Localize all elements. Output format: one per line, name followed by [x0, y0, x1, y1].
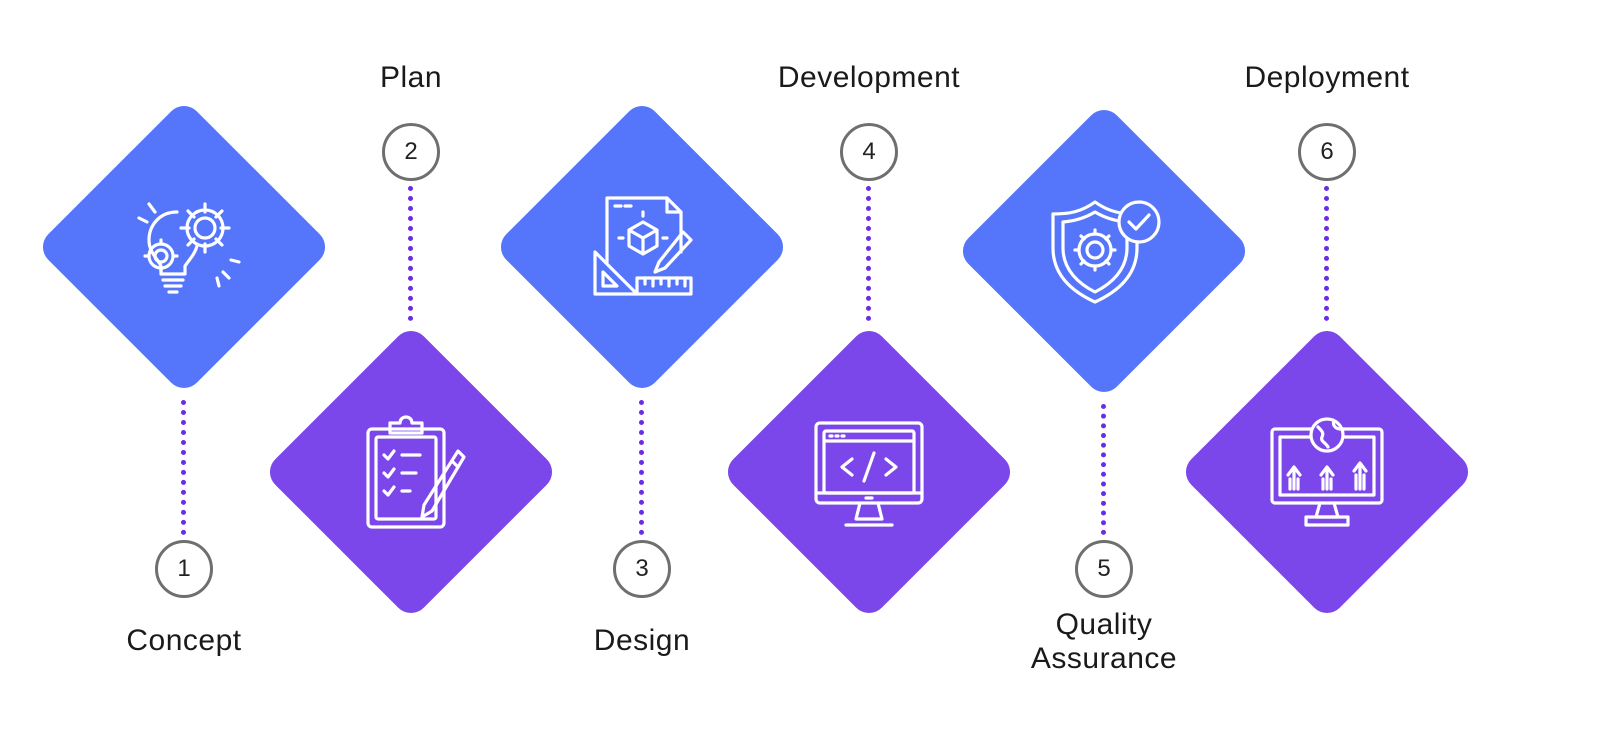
step-4-number: 4	[840, 123, 898, 181]
design-blueprint-icon	[577, 182, 707, 312]
step-6-label: Deployment	[1244, 61, 1410, 94]
step-4-label: Development	[777, 61, 961, 94]
step-5-label-line-2: Assurance	[1030, 642, 1178, 675]
connector-6	[1324, 186, 1329, 321]
step-2-number: 2	[382, 123, 440, 181]
connector-3	[639, 400, 644, 535]
clipboard-checklist-icon	[346, 407, 476, 537]
monitor-globe-upload-icon	[1262, 407, 1392, 537]
code-monitor-icon	[804, 407, 934, 537]
step-2-label: Plan	[379, 61, 443, 94]
step-5-label: Quality Assurance	[974, 608, 1234, 676]
connector-1	[181, 400, 186, 535]
step-1-label: Concept	[126, 624, 242, 657]
step-1-number: 1	[155, 540, 213, 598]
idea-gears-icon	[119, 182, 249, 312]
step-3-label: Design	[593, 624, 691, 657]
shield-gear-check-icon	[1039, 186, 1169, 316]
connector-5	[1101, 404, 1106, 535]
step-5-label-line-1: Quality	[1055, 608, 1153, 641]
connector-4	[866, 186, 871, 321]
step-6-number: 6	[1298, 123, 1356, 181]
connector-2	[408, 186, 413, 321]
step-5-number: 5	[1075, 540, 1133, 598]
step-3-number: 3	[613, 540, 671, 598]
